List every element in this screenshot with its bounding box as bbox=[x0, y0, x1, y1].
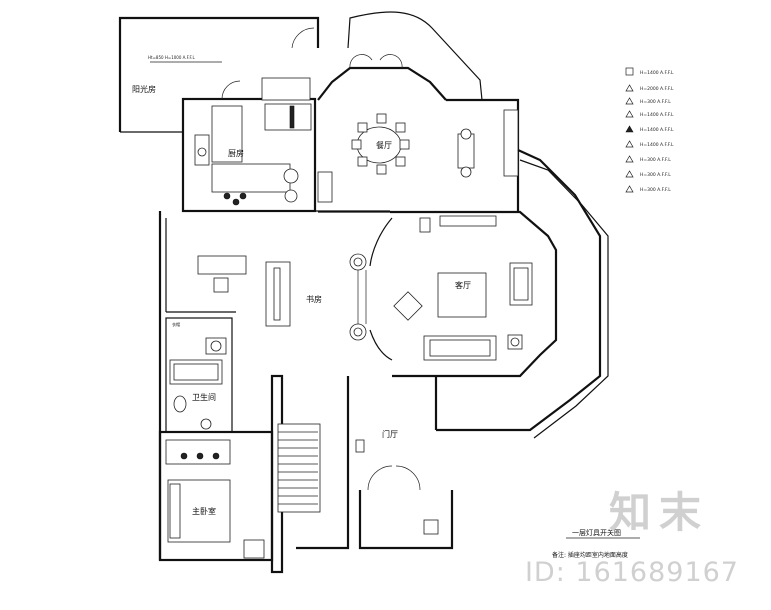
foyer-label: 门厅 bbox=[382, 429, 398, 439]
legend-item: H=300 A.F.F.L bbox=[640, 157, 671, 163]
legend-item: H=2000 A.F.F.L bbox=[640, 86, 674, 92]
legend-item: H=300 A.F.F.L bbox=[640, 187, 671, 193]
kitchen-label: 厨房 bbox=[228, 148, 244, 158]
legend: H=1400 A.F.F.L H=2000 A.F.F.L H=300 A.F.… bbox=[625, 67, 674, 193]
legend-item: H=1400 A.F.F.L bbox=[640, 70, 674, 76]
living-label: 客厅 bbox=[455, 280, 471, 290]
closet-label: 衣帽 bbox=[172, 321, 180, 327]
sunroom: Ht=850 H=1000 A.F.F.L 阳光房 bbox=[118, 16, 320, 133]
dining-label: 餐厅 bbox=[376, 141, 392, 150]
drawing-title: 一层灯具开关图 bbox=[572, 529, 621, 537]
study-label: 书房 bbox=[306, 294, 322, 304]
legend-item: H=300 A.F.F.L bbox=[640, 172, 671, 178]
watermark-logo: 知末 bbox=[608, 488, 709, 537]
bathroom-label: 卫生间 bbox=[192, 392, 216, 402]
watermark-id: ID: 161689167 bbox=[524, 557, 739, 588]
living-bay bbox=[436, 148, 609, 439]
drawing-note: 备注: 插座均距室内地面高度 bbox=[552, 552, 628, 559]
stair-foyer: 门厅 bbox=[270, 374, 454, 574]
legend-item: H=1400 A.F.F.L bbox=[640, 127, 674, 133]
stair-treads bbox=[278, 431, 318, 505]
legend-item: H=1400 A.F.F.L bbox=[640, 112, 674, 118]
bathroom: 卫生间 衣帽 bbox=[165, 317, 233, 433]
svg-text:Ht=850 H=1000 A.F.F.L: Ht=850 H=1000 A.F.F.L bbox=[148, 55, 195, 60]
living: 客厅 bbox=[349, 210, 558, 378]
kitchen: 厨房 bbox=[181, 77, 333, 213]
sunroom-label: 阳光房 bbox=[132, 84, 156, 94]
bedroom-label: 主卧室 bbox=[192, 506, 216, 516]
legend-item: H=300 A.F.F.L bbox=[640, 99, 671, 105]
master-bedroom: 主卧室 bbox=[158, 430, 274, 562]
legend-item: H=1400 A.F.F.L bbox=[640, 142, 674, 148]
dining: 餐厅 bbox=[317, 11, 520, 213]
